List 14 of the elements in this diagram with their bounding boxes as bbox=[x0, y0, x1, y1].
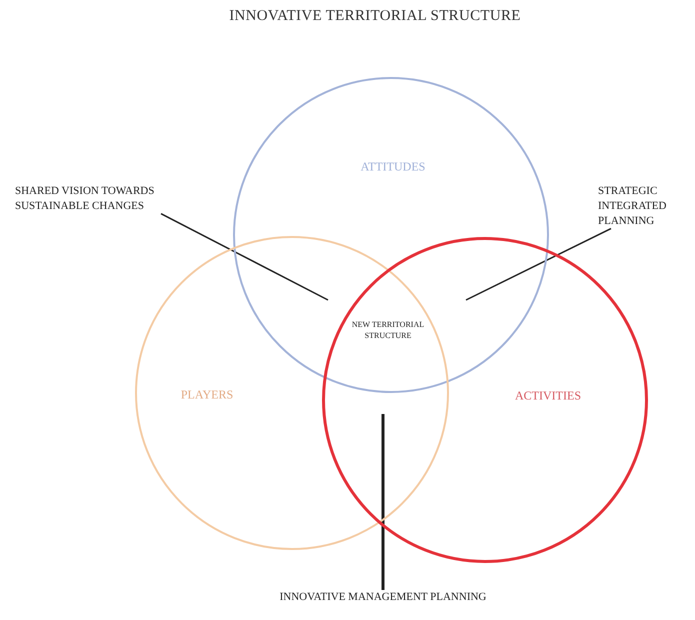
center-label: NEW TERRITORIAL STRUCTURE bbox=[343, 320, 433, 342]
venn-circle bbox=[322, 237, 648, 563]
callout-text: INNOVATIVE MANAGEMENT PLANNING bbox=[280, 590, 486, 605]
callout-text: SHARED VISION TOWARDS SUSTAINABLE CHANGES bbox=[15, 184, 161, 214]
circle-label: PLAYERS bbox=[180, 388, 234, 402]
venn-circle bbox=[233, 77, 549, 393]
diagram-title: INNOVATIVE TERRITORIAL STRUCTURE bbox=[228, 8, 522, 25]
callout-text: STRATEGIC INTEGRATED PLANNING bbox=[598, 184, 693, 229]
leader-line bbox=[160, 213, 328, 301]
venn-circle bbox=[135, 236, 449, 550]
circle-label: ACTIVITIES bbox=[515, 388, 581, 404]
circle-label: ATTITUDES bbox=[360, 160, 426, 174]
leader-line bbox=[466, 228, 612, 301]
leader-line bbox=[382, 414, 384, 590]
